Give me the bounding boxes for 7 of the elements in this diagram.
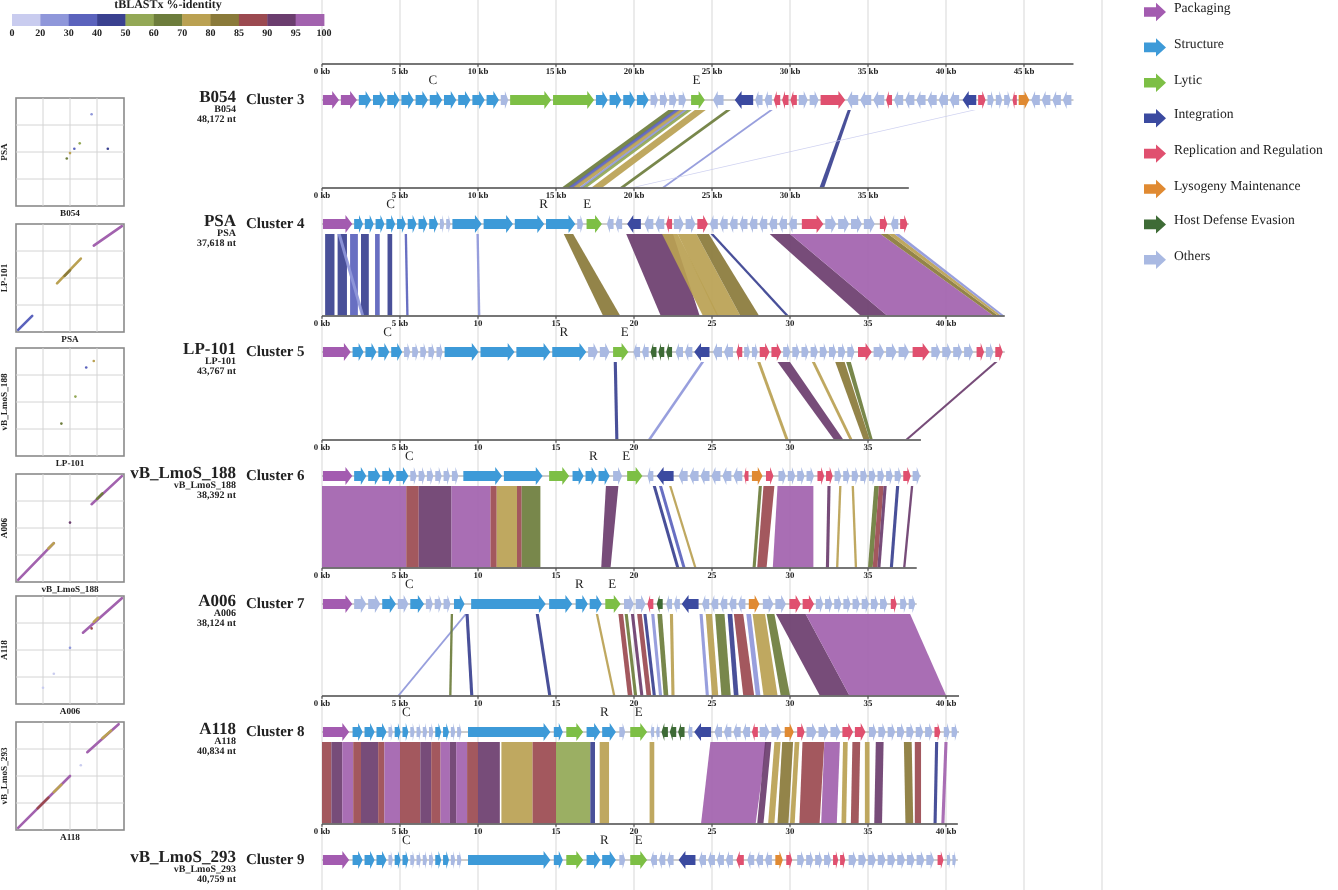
genome-name: vB_LmoS_188 xyxy=(130,463,236,480)
genome-name: B054 xyxy=(199,87,236,104)
genome-name: A118 xyxy=(199,719,236,736)
genome-name: A006 xyxy=(198,591,236,608)
genome-name: PSA xyxy=(203,211,236,228)
genome-name: vB_LmoS_293 xyxy=(130,847,236,864)
genome-name: LP-101 xyxy=(183,339,236,356)
